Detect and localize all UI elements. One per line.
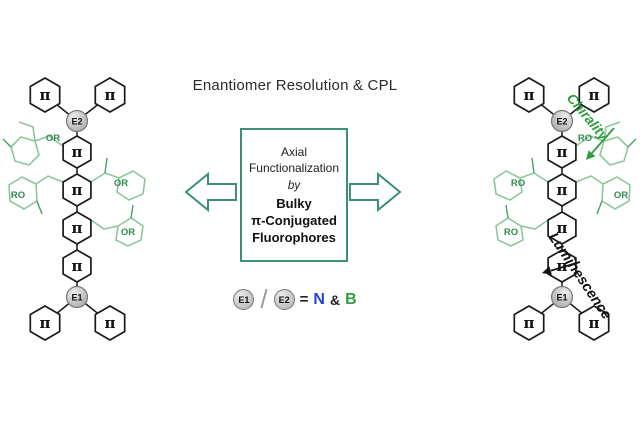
pi-symbol: π <box>72 143 83 161</box>
pi-symbol: π <box>105 314 116 332</box>
box-line-bulky: Bulky <box>276 196 312 211</box>
substituent-label: RO <box>578 133 592 144</box>
legend-e2-label: E2 <box>278 294 290 305</box>
legend: E1 / E2 = N & B <box>205 284 385 314</box>
luminescence-arrow-icon <box>542 261 581 275</box>
legend-e1-circle: E1 <box>233 289 255 310</box>
e2-label: E2 <box>71 117 82 127</box>
right-block-arrow-icon <box>349 171 402 213</box>
box-line-pi-conjugated: π-Conjugated <box>251 213 337 228</box>
box-line-fluorophores: Fluorophores <box>252 230 336 245</box>
pi-symbol: π <box>524 314 535 332</box>
legend-e1-label: E1 <box>238 294 250 305</box>
substituent-label: RO <box>511 178 525 189</box>
legend-boron: B <box>345 290 357 308</box>
substituent-label: OR <box>614 190 628 201</box>
substituent-label: RO <box>504 227 518 238</box>
axial-functionalization-box: Axial Functionalization by Bulky π-Conju… <box>240 128 348 262</box>
pi-symbol: π <box>557 143 568 161</box>
substituent-label: OR <box>114 178 128 189</box>
pi-symbol: π <box>557 257 568 275</box>
box-line-by: by <box>287 180 301 192</box>
box-line-functionalization: Functionalization <box>248 161 340 175</box>
pi-symbol: π <box>72 181 83 199</box>
e1-label: E1 <box>71 293 82 303</box>
chirality-arrow-icon <box>586 127 615 160</box>
right-molecule-labels: π π π π π π π π E2 E1 RO OR RO RO <box>504 86 628 332</box>
e2-label: E2 <box>556 117 567 127</box>
left-block-arrow-icon <box>184 171 237 213</box>
pi-symbol: π <box>72 219 83 237</box>
pi-symbol: π <box>589 314 600 332</box>
figure-title: Enantiomer Resolution & CPL <box>192 77 398 94</box>
pi-symbol: π <box>72 257 83 275</box>
pi-symbol: π <box>40 86 51 104</box>
pi-symbol: π <box>557 181 568 199</box>
legend-ampersand: & <box>329 291 341 308</box>
pi-symbol: π <box>524 86 535 104</box>
left-molecule-labels: π π π π π π π π E2 E1 OR RO OR OR <box>11 86 135 332</box>
substituent-label: OR <box>121 227 135 238</box>
legend-e2-circle: E2 <box>273 289 295 310</box>
legend-slash: / <box>260 284 268 314</box>
substituent-label: OR <box>46 133 60 144</box>
pi-symbol: π <box>40 314 51 332</box>
legend-nitrogen: N <box>313 290 325 308</box>
legend-equals: = <box>299 291 309 308</box>
pi-symbol: π <box>557 219 568 237</box>
pi-symbol: π <box>105 86 116 104</box>
box-line-axial: Axial <box>280 145 307 159</box>
substituent-label: RO <box>11 190 25 201</box>
pi-symbol: π <box>589 86 600 104</box>
e1-label: E1 <box>556 293 567 303</box>
